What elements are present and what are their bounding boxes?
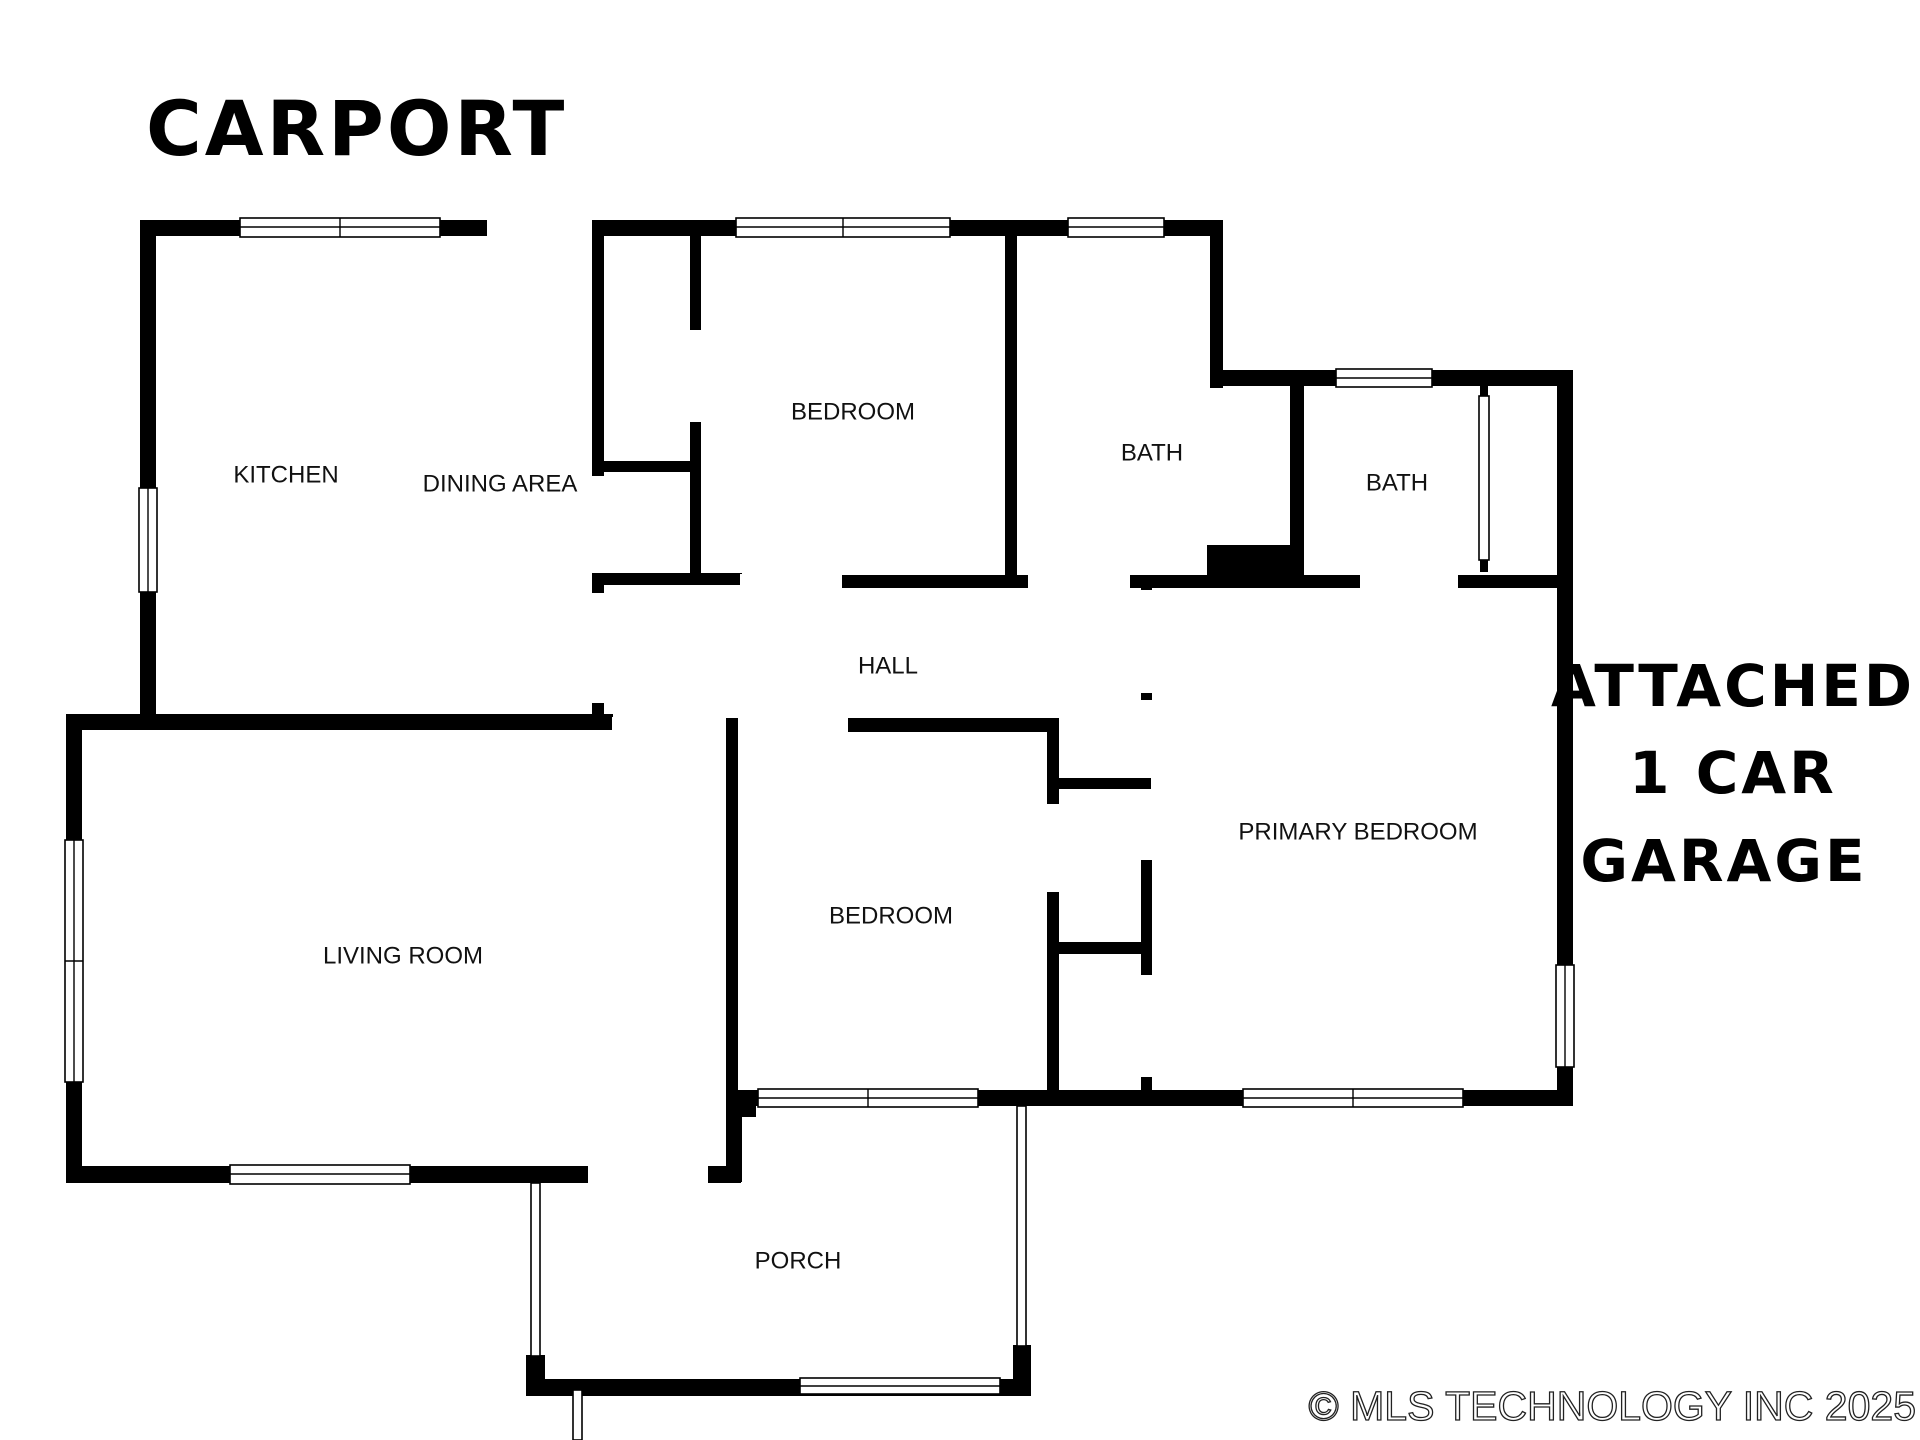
room-label-bath-2: BATH (1366, 469, 1428, 496)
garage-label-line-1: ATTACHED (1551, 652, 1915, 720)
room-label-hall: HALL (858, 652, 918, 679)
annotations: CARPORT ATTACHED 1 CAR GARAGE © MLS TECH… (146, 84, 1917, 1430)
room-label-primary-bedroom: PRIMARY BEDROOM (1238, 818, 1477, 845)
copyright-watermark: © MLS TECHNOLOGY INC 2025 (1309, 1383, 1916, 1429)
walls (66, 220, 1573, 1396)
room-label-porch: PORCH (755, 1247, 842, 1274)
room-labels: KITCHEN DINING AREA BEDROOM BATH BATH HA… (233, 398, 1477, 1274)
carport-label: CARPORT (146, 84, 567, 173)
room-label-living-room: LIVING ROOM (323, 942, 483, 969)
garage-label-line-2: 1 CAR (1629, 739, 1837, 807)
openings (487, 219, 1458, 1184)
windows (64, 217, 1575, 1395)
room-label-kitchen: KITCHEN (233, 461, 338, 488)
room-label-bedroom-bottom: BEDROOM (829, 902, 953, 929)
room-label-bath-1: BATH (1121, 439, 1183, 466)
garage-label-line-3: GARAGE (1580, 827, 1867, 895)
porch-rails (530, 1105, 1027, 1440)
room-label-dining-area: DINING AREA (423, 470, 578, 497)
room-label-bedroom-top: BEDROOM (791, 398, 915, 425)
